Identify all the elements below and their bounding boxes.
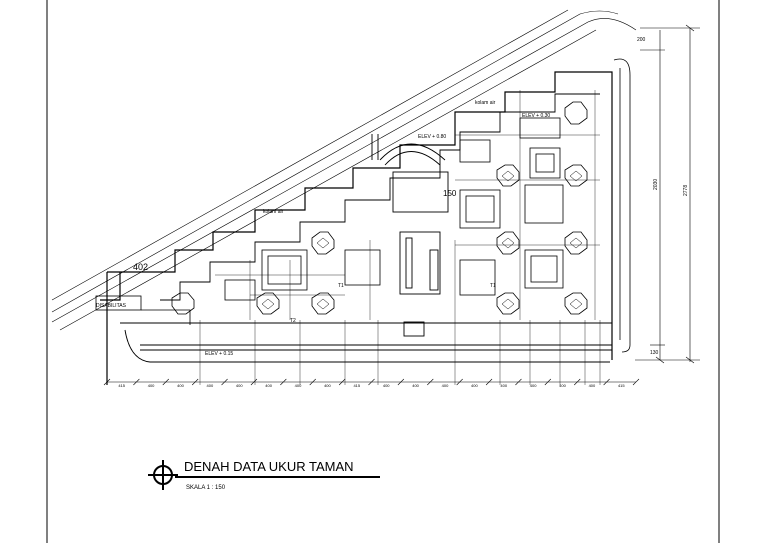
dimension-tick (280, 378, 287, 386)
inner-boundary (160, 93, 600, 301)
dimension-tick (485, 378, 493, 386)
dimension-lines (199, 90, 601, 385)
bottom-walkway (120, 322, 612, 363)
label-2778: 2778 (683, 185, 689, 196)
dimension-value: 400 (265, 383, 272, 388)
dimension-tick (309, 378, 316, 386)
dimension-tick (338, 378, 346, 386)
dimension-value: 400 (177, 383, 184, 388)
dimension-value: 415 (118, 383, 125, 388)
dimension-tick (456, 378, 463, 386)
dimension-tick (191, 378, 199, 386)
dimension-tick (162, 378, 169, 386)
dimension-value: 400 (471, 383, 478, 388)
label-t1-a: T1 (338, 283, 344, 289)
paving-nodes (171, 101, 588, 315)
dimension-value: 400 (207, 383, 214, 388)
right-wall (613, 58, 631, 353)
dimension-tick (603, 378, 610, 386)
title-block: DENAH DATA UKUR TAMAN SKALA 1 : 150 (148, 459, 380, 491)
label-200: 200 (637, 37, 646, 43)
dimension-value: 400 (236, 383, 243, 388)
road-boundary (51, 9, 637, 331)
dimension-tick (515, 378, 522, 386)
node-diamonds (261, 170, 583, 310)
dimension-value: 400 (383, 383, 390, 388)
dimension-value: 400 (530, 383, 537, 388)
dimension-tick (574, 378, 581, 386)
label-disabilitas: DISABILITAS (96, 303, 127, 309)
dimension-value: 415 (618, 383, 625, 388)
label-elev-015: ELEV + 0.15 (205, 351, 233, 357)
dimension-value: 415 (353, 383, 360, 388)
label-kolam-air-2: kolam air (475, 100, 496, 106)
dimension-tick (427, 378, 434, 386)
central-feature (371, 134, 449, 337)
dimension-tick (103, 378, 111, 386)
label-kolam-air-1: kolam air (263, 209, 284, 215)
label-130: 130 (650, 350, 659, 356)
label-elev-080: ELEV + 0.80 (418, 134, 446, 140)
label-t1-b: T1 (490, 283, 496, 289)
dimension-value: 400 (412, 383, 419, 388)
drawing-scale: SKALA 1 : 150 (186, 485, 226, 491)
dimension-value: 400 (324, 383, 331, 388)
right-dimension-lines (635, 24, 700, 364)
label-t2: T2 (290, 318, 296, 324)
bottom-dimension-values: 415 400 400 400 400 400 400 400 415 400 400 400 400 4… (118, 383, 625, 388)
garden-outline (100, 71, 613, 385)
dimension-tick (397, 378, 405, 386)
dimension-tick (221, 378, 228, 386)
dimension-value: 400 (500, 383, 507, 388)
label-402: 402 (133, 262, 148, 272)
dimension-value: 400 (148, 383, 155, 388)
dimension-tick (133, 378, 140, 386)
label-2030: 2030 (653, 179, 659, 190)
dimension-value: 400 (589, 383, 596, 388)
ramp (95, 295, 191, 325)
dimension-tick (250, 378, 258, 386)
dimension-value: 400 (295, 383, 302, 388)
label-elev-030: ELEV + 0.30 (522, 113, 550, 119)
dimension-tick (544, 378, 552, 386)
label-150: 150 (443, 189, 457, 198)
bottom-dimension-ticks (103, 378, 640, 386)
dimension-tick (632, 378, 640, 386)
dimension-tick (368, 378, 375, 386)
dimension-value: 400 (559, 383, 566, 388)
drawing-title: DENAH DATA UKUR TAMAN (184, 459, 354, 474)
dimension-value: 400 (442, 383, 449, 388)
